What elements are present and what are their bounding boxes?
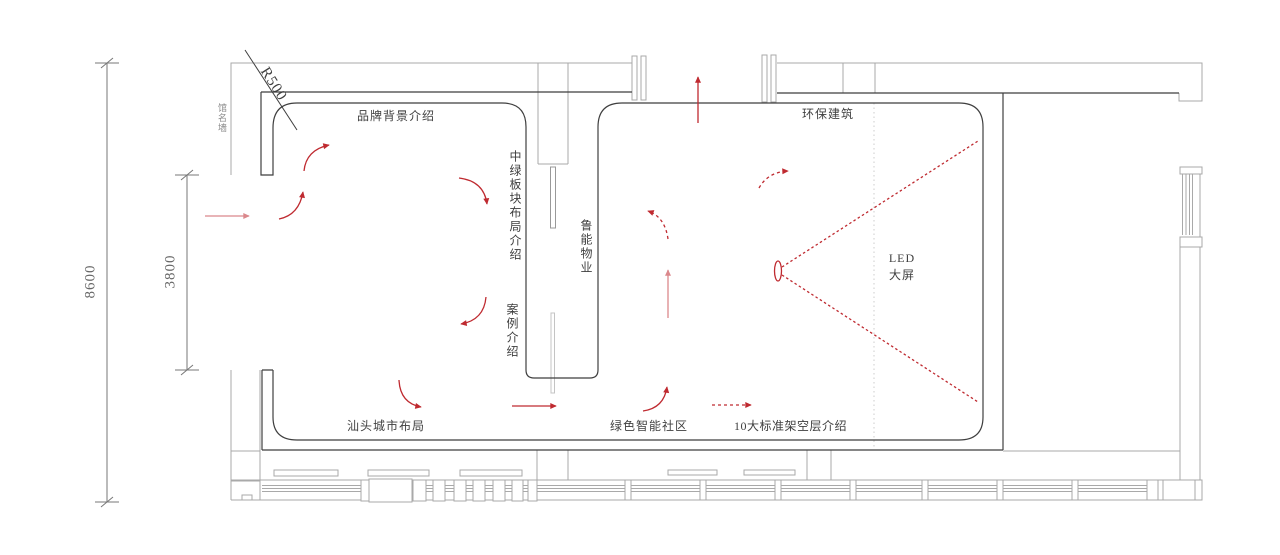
dimension-layer	[95, 49, 298, 508]
bar-cluster	[360, 478, 538, 503]
wall-name-label: 馆名墙	[217, 103, 227, 133]
led-screen-line1: LED	[888, 251, 916, 265]
eye-symbol	[773, 260, 783, 282]
sightline-lower	[781, 274, 979, 403]
bottom-right-block	[1157, 479, 1203, 501]
dimension-3800	[175, 169, 199, 376]
led-screen-wall	[958, 127, 984, 441]
flow-arc-green-community	[642, 386, 670, 412]
dimension-text-8600: 8600	[82, 264, 99, 299]
linear-light-lower	[550, 312, 555, 394]
entrance-wall-upper	[260, 92, 274, 176]
door-panel	[770, 54, 777, 103]
r500-leader-line	[244, 49, 298, 131]
zone-label-green-community: 绿色智能社区	[610, 419, 689, 433]
led-screen-line2: 大屏	[888, 268, 915, 282]
center-divider-wall	[525, 127, 599, 379]
zone-label-luneng-property: 鲁能物业	[579, 219, 593, 275]
outer-wall-top-right	[777, 62, 1203, 102]
flow-arc-to-brand	[303, 143, 330, 172]
entrance-wall-lower	[261, 369, 273, 450]
dimension-8600	[95, 57, 119, 508]
zone-label-eco-building: 环保建筑	[802, 107, 855, 121]
display-cases	[273, 469, 796, 477]
flow-arc-dashed-left	[647, 210, 669, 240]
circulation-layer	[205, 76, 979, 412]
zone-label-shantou-city: 汕头城市布局	[347, 419, 426, 433]
dimension-text-3800: 3800	[162, 254, 179, 289]
top-wall-joints	[842, 63, 876, 93]
flow-arc-dashed-right	[758, 168, 789, 189]
bottom-band-joints	[536, 450, 832, 480]
door-panel	[761, 54, 768, 103]
right-section-element	[1179, 166, 1203, 481]
room2-top-face	[597, 102, 984, 128]
zone-label-zhonglv-layout: 中绿板块布局介绍	[508, 150, 522, 262]
lower-left-wall-block	[230, 370, 261, 501]
door-panel	[640, 55, 647, 101]
zone-label-led-screen: LED 大屏	[878, 250, 926, 284]
flow-arc-to-city	[398, 379, 422, 409]
bottom-inner-face	[272, 370, 959, 441]
room1-top-face	[272, 102, 527, 129]
view-cone	[773, 140, 979, 403]
zone-label-brand-intro: 品牌背景介绍	[357, 109, 436, 123]
center-column-niche	[537, 63, 569, 165]
zone-label-case-intro: 案例介绍	[505, 303, 519, 359]
linear-light-upper	[550, 166, 556, 229]
sightline-upper	[781, 140, 979, 268]
rail-mullions	[624, 479, 1159, 501]
outer-walls-layer	[230, 54, 1203, 503]
inner-walls-layer	[260, 91, 1179, 451]
flow-arc-case-intro	[460, 296, 487, 326]
outer-wall-top-left	[230, 62, 632, 175]
flow-arc-entry-up	[278, 191, 305, 220]
flow-arc-down-wall	[458, 177, 490, 205]
zone-label-stilt-floor: 10大标准架空层介绍	[734, 419, 848, 433]
door-panel	[631, 55, 638, 101]
